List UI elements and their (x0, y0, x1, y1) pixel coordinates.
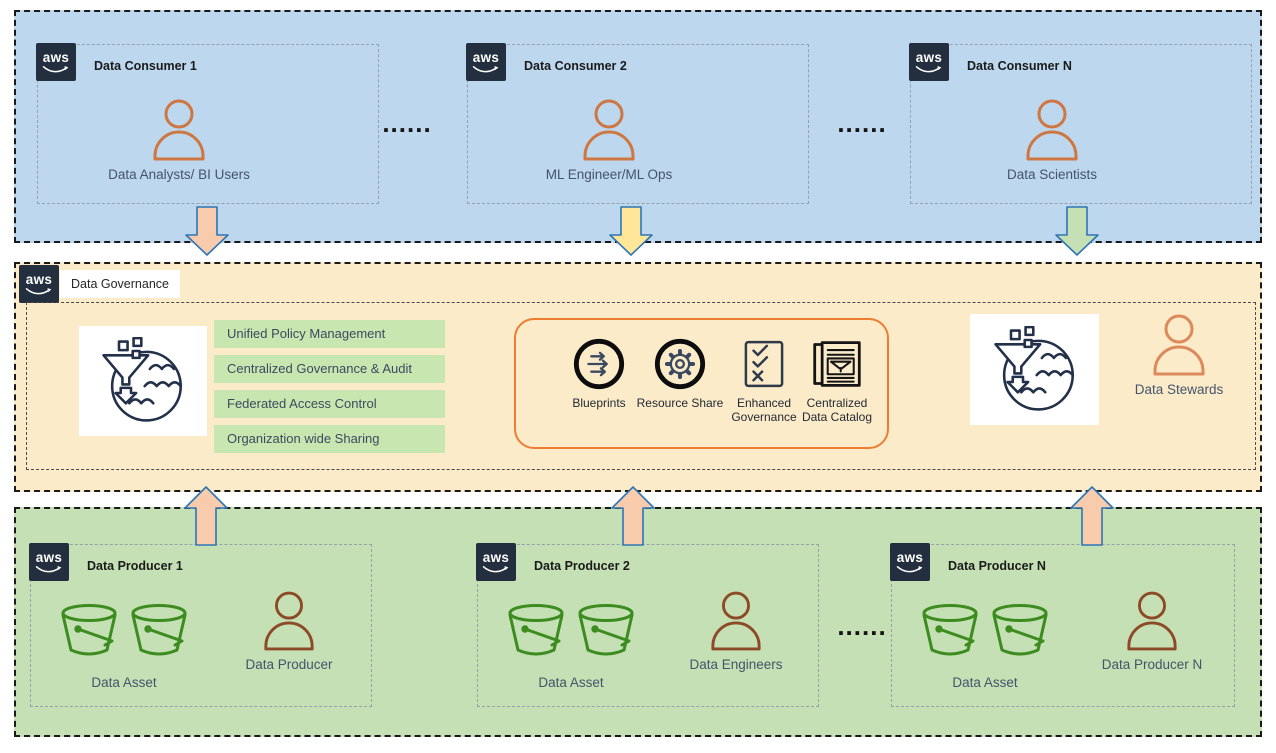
person-label: Data Producer N (1101, 657, 1203, 672)
aws-logo-text: aws (472, 49, 500, 65)
aws-smile-icon (915, 65, 942, 72)
box-title: Data Consumer 1 (94, 59, 197, 73)
ellipsis-dots: ...... (837, 108, 887, 138)
aws-smile-icon (25, 287, 52, 294)
bucket-icon (131, 604, 187, 656)
bucket-icon (578, 604, 634, 656)
consumer-person-group: ML Engineer/ML Ops (529, 99, 689, 182)
aws-smile-icon (42, 65, 69, 72)
blueprints-icon (572, 336, 626, 392)
ellipsis-dots: ...... (382, 108, 432, 138)
checklist-icon (744, 336, 784, 392)
aws-logo-text: aws (25, 271, 53, 287)
feature-org-sharing: Organization wide Sharing (214, 425, 445, 453)
aws-logo-text: aws (896, 549, 924, 565)
data-producer-n-box: aws Data Producer N Data Asset Data Prod… (890, 543, 1235, 707)
bucket-icon (992, 604, 1048, 656)
capability-label: Enhanced Governance (731, 396, 797, 425)
person-label: Data Scientists (1006, 167, 1098, 182)
governance-title: Data Governance (71, 277, 169, 291)
aws-logo-text: aws (482, 549, 510, 565)
capability-enhanced-governance: Enhanced Governance (716, 336, 812, 424)
capability-label: Centralized Data Catalog (801, 396, 873, 425)
up-arrow-producer-1 (184, 486, 228, 546)
aws-logo-icon: aws (890, 543, 930, 581)
producer-person-group: Data Producer (224, 591, 354, 672)
capability-resource-share: Resource Share (632, 336, 728, 410)
asset-label: Data Asset (91, 675, 157, 690)
box-title: Data Consumer 2 (524, 59, 627, 73)
asset-label: Data Asset (952, 675, 1018, 690)
person-icon (264, 591, 314, 651)
person-icon (1127, 591, 1177, 651)
aws-logo-icon: aws (909, 43, 949, 81)
down-arrow-consumer-2 (609, 206, 653, 256)
data-asset-buckets (57, 603, 191, 659)
data-producer-1-box: aws Data Producer 1 Data Asset Data Prod… (29, 543, 372, 707)
down-arrow-consumer-n (1055, 206, 1099, 256)
bucket-icon (922, 604, 978, 656)
aws-logo-text: aws (35, 549, 63, 565)
data-consumer-2-box: aws Data Consumer 2 ML Engineer/ML Ops (466, 43, 809, 204)
resource-share-gear-icon (653, 336, 707, 392)
data-consumer-n-box: aws Data Consumer N Data Scientists (909, 43, 1252, 204)
aws-logo-icon: aws (19, 265, 59, 303)
lake-formation-icon-right (970, 314, 1099, 425)
capability-centralized-catalog: Centralized Data Catalog (789, 336, 885, 424)
person-label: ML Engineer/ML Ops (545, 167, 673, 182)
aws-logo-text: aws (915, 49, 943, 65)
up-arrow-producer-2 (611, 486, 655, 546)
capability-label: Blueprints (572, 396, 626, 410)
lake-formation-icon-left (79, 326, 207, 436)
aws-smile-icon (482, 565, 509, 572)
bucket-icon (508, 604, 564, 656)
aws-logo-text: aws (42, 49, 70, 65)
feature-federated-access: Federated Access Control (214, 390, 445, 418)
aws-smile-icon (896, 565, 923, 572)
feature-centralized-governance: Centralized Governance & Audit (214, 355, 445, 383)
person-label: Data Engineers (689, 657, 783, 672)
person-label: Data Producer (245, 657, 333, 672)
feature-unified-policy: Unified Policy Management (214, 320, 445, 348)
person-label: Data Stewards (1134, 382, 1224, 397)
person-icon (711, 591, 761, 651)
consumer-person-group: Data Scientists (972, 99, 1132, 182)
aws-smile-icon (35, 565, 62, 572)
data-governance-zone: aws Data Governance Unified Policy Manag… (14, 262, 1262, 492)
person-icon (583, 99, 635, 161)
box-title: Data Producer 2 (534, 559, 630, 573)
capability-label: Resource Share (636, 396, 724, 410)
aws-logo-icon: aws (476, 543, 516, 581)
producer-person-group: Data Producer N (1087, 591, 1217, 672)
up-arrow-producer-n (1070, 486, 1114, 546)
data-stewards-group: Data Stewards (1105, 314, 1253, 397)
aws-smile-icon (472, 65, 499, 72)
aws-logo-icon: aws (36, 43, 76, 81)
consumer-person-group: Data Analysts/ BI Users (99, 99, 259, 182)
person-icon (153, 99, 205, 161)
data-consumer-1-box: aws Data Consumer 1 Data Analysts/ BI Us… (36, 43, 379, 204)
asset-label: Data Asset (538, 675, 604, 690)
data-asset-buckets (918, 603, 1052, 659)
data-consumers-zone: aws Data Consumer 1 Data Analysts/ BI Us… (14, 10, 1262, 243)
data-catalog-book-icon (811, 336, 863, 392)
aws-logo-icon: aws (466, 43, 506, 81)
box-title: Data Producer N (948, 559, 1046, 573)
data-producer-2-box: aws Data Producer 2 Data Asset Data Engi… (476, 543, 819, 707)
box-title: Data Producer 1 (87, 559, 183, 573)
governance-capabilities-box: Blueprints (514, 318, 889, 449)
governance-inner-border (26, 302, 1256, 470)
down-arrow-consumer-1 (185, 206, 229, 256)
box-title: Data Consumer N (967, 59, 1072, 73)
person-icon (1153, 314, 1205, 376)
person-icon (1026, 99, 1078, 161)
bucket-icon (61, 604, 117, 656)
person-label: Data Analysts/ BI Users (108, 167, 250, 182)
aws-logo-icon: aws (29, 543, 69, 581)
producer-person-group: Data Engineers (671, 591, 801, 672)
governance-title-box: Data Governance (60, 270, 180, 298)
ellipsis-dots: ...... (837, 611, 887, 641)
capability-blueprints: Blueprints (551, 336, 647, 410)
data-asset-buckets (504, 603, 638, 659)
